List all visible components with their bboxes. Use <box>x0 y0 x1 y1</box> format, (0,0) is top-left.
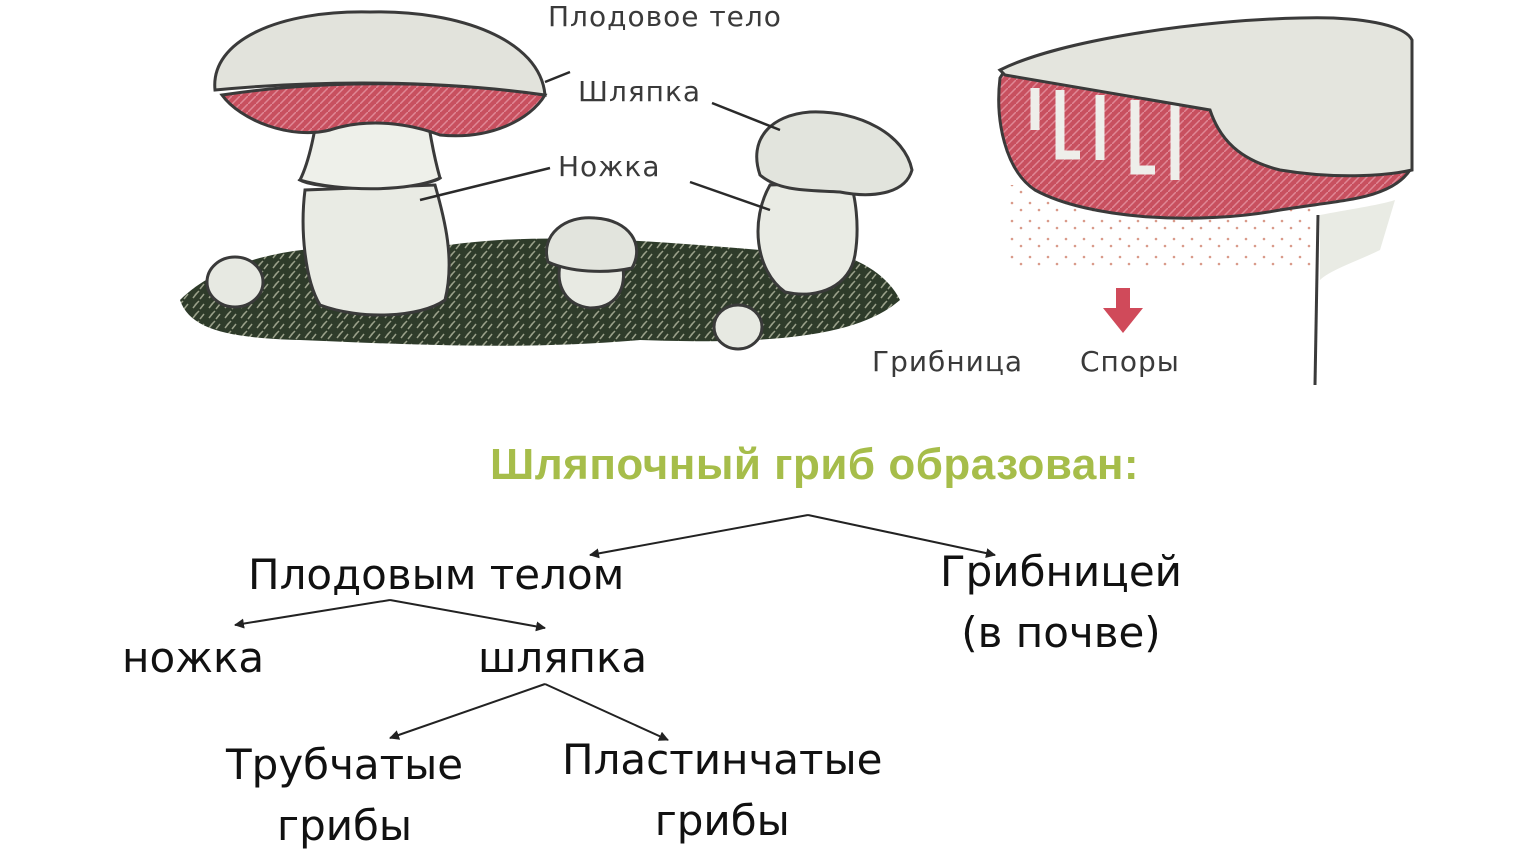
node-stem: ножка <box>122 628 264 689</box>
label-fruit-body: Плодовое тело <box>548 0 782 33</box>
right-mushroom <box>755 110 914 296</box>
leader-lines <box>419 70 781 212</box>
small-mushroom-middle <box>545 216 639 310</box>
node-mycelium-line1: Грибницей <box>940 547 1182 596</box>
label-stem: Ножка <box>558 150 661 183</box>
label-mycelium: Грибница <box>872 345 1024 378</box>
diagram-title: Шляпочный гриб образован: <box>490 440 1140 489</box>
node-lamellar: Пластинчатые грибы <box>562 730 883 852</box>
arrow-to-tubular <box>389 683 546 740</box>
mushroom-illustration <box>180 10 1414 386</box>
node-lamellar-line1: Пластинчатые <box>562 735 883 784</box>
label-cap: Шляпка <box>578 75 702 108</box>
node-tubular: Трубчатые грибы <box>226 735 463 857</box>
label-spores: Споры <box>1080 345 1180 378</box>
node-stem-text: ножка <box>122 633 265 682</box>
node-cap: шляпка <box>478 628 647 689</box>
spore-arrow-icon <box>1103 288 1143 333</box>
node-tubular-line1: Трубчатые <box>226 740 464 789</box>
tiny-mushroom <box>712 303 764 351</box>
node-mycelium-line2: (в почве) <box>961 607 1161 657</box>
button-mushroom-left <box>205 255 265 309</box>
node-fruit-body: Плодовым телом <box>248 545 624 606</box>
node-cap-text: шляпка <box>478 633 648 682</box>
cap-cross-section <box>997 16 1414 386</box>
node-fruit-body-text: Плодовым телом <box>248 550 625 599</box>
node-lamellar-line2: грибы <box>654 795 790 845</box>
node-tubular-line2: грибы <box>277 800 413 850</box>
node-mycelium: Грибницей (в почве) <box>940 542 1182 664</box>
large-mushroom <box>213 10 548 317</box>
